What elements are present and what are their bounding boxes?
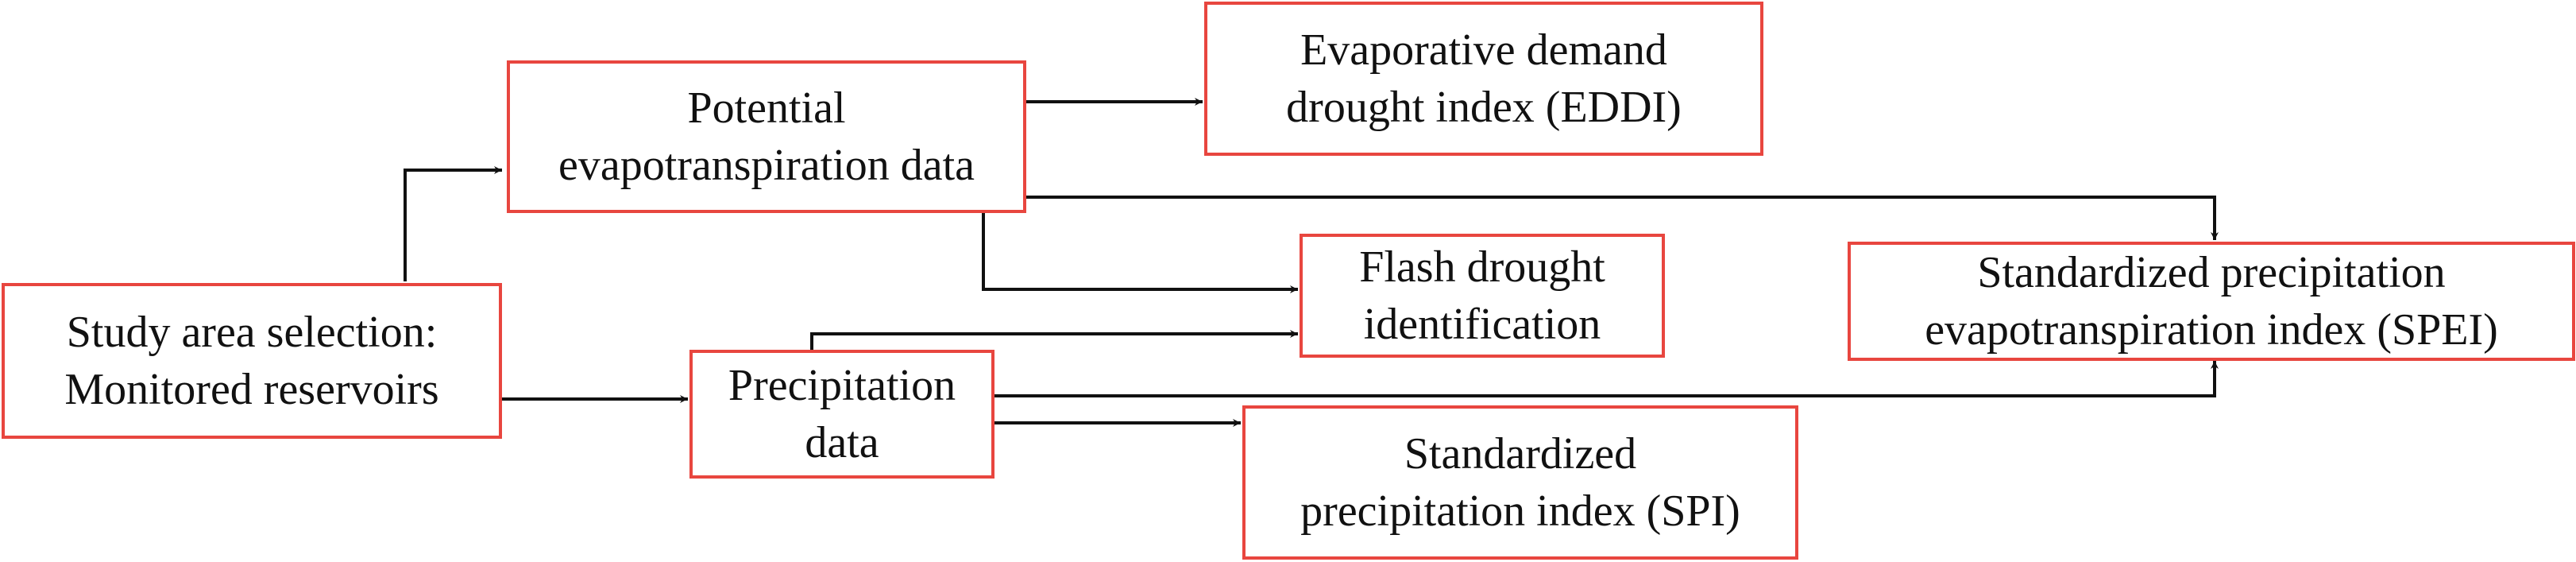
edge-pet-to-spei — [1026, 196, 2219, 240]
node-pet-data-label: Potential evapotranspiration data — [558, 79, 975, 194]
node-pet-data-line-1: Potential — [687, 83, 846, 133]
edge-pet-to-flash — [982, 213, 1298, 293]
edge-precip-to-spei — [994, 361, 2219, 397]
node-precip-data-line-1: Precipitation — [728, 361, 956, 410]
node-flash-drought: Flash drought identification — [1300, 234, 1665, 358]
node-flash-drought-label: Flash drought identification — [1359, 238, 1605, 353]
node-pet-data: Potential evapotranspiration data — [507, 60, 1026, 213]
node-spi-label: Standardized precipitation index (SPI) — [1300, 425, 1740, 540]
node-spei-line-2: evapotranspiration index (SPEI) — [1925, 305, 2498, 355]
node-study-area-line-1: Study area selection: — [66, 308, 438, 357]
node-precip-data-label: Precipitation data — [728, 357, 956, 471]
node-spei-line-1: Standardized precipitation — [1977, 248, 2446, 297]
node-eddi-label: Evaporative demand drought index (EDDI) — [1286, 21, 1682, 136]
node-study-area-label: Study area selection: Monitored reservoi… — [64, 304, 438, 418]
node-precip-data: Precipitation data — [689, 350, 994, 479]
node-study-area: Study area selection: Monitored reservoi… — [2, 283, 502, 439]
node-precip-data-line-2: data — [805, 418, 879, 467]
node-eddi: Evaporative demand drought index (EDDI) — [1204, 2, 1763, 156]
node-spei-label: Standardized precipitation evapotranspir… — [1925, 244, 2498, 359]
node-flash-drought-line-2: identification — [1363, 300, 1601, 349]
node-flash-drought-line-1: Flash drought — [1359, 242, 1605, 292]
node-spi-line-2: precipitation index (SPI) — [1300, 486, 1740, 536]
edge-precip-to-flash — [810, 330, 1298, 350]
node-study-area-line-2: Monitored reservoirs — [64, 365, 439, 414]
edge-study-to-pet — [404, 166, 502, 281]
node-eddi-line-2: drought index (EDDI) — [1286, 83, 1682, 132]
node-spi: Standardized precipitation index (SPI) — [1242, 405, 1798, 560]
node-pet-data-line-2: evapotranspiration data — [558, 141, 975, 190]
node-eddi-line-1: Evaporative demand — [1300, 25, 1667, 75]
node-spi-line-1: Standardized — [1404, 429, 1637, 479]
node-spei: Standardized precipitation evapotranspir… — [1848, 242, 2575, 361]
